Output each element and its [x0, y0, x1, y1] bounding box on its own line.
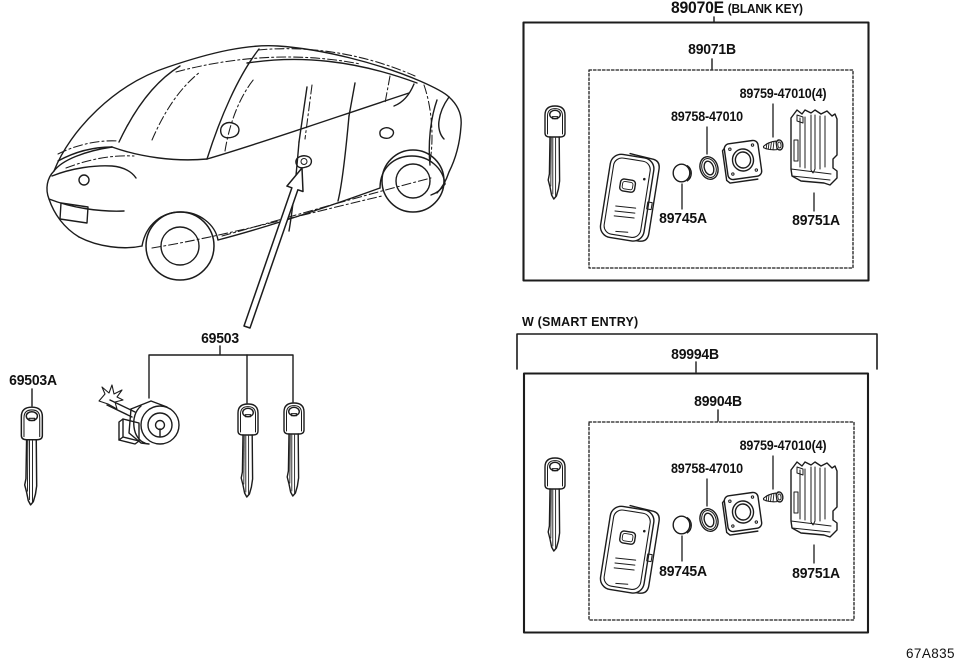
part-label-89745a-blank: 89745A — [659, 210, 707, 227]
transmitter-housing-illustration — [598, 150, 662, 245]
smart-entry-variant-label: W (SMART ENTRY) — [522, 315, 639, 329]
part-label-69503: 69503 — [201, 330, 239, 347]
blank-key-illustration — [544, 105, 566, 200]
smart-battery-cover-illustration — [672, 515, 692, 535]
screw-illustration — [762, 138, 785, 153]
part-label-89071b: 89071B — [688, 41, 736, 58]
door-lock-cylinder-illustration — [98, 384, 180, 445]
cylinder-kit-key-1 — [237, 403, 259, 498]
part-label-89758-blank: 89758-47010 — [671, 109, 743, 124]
smart-screw-illustration — [762, 490, 785, 505]
holder-illustration — [790, 109, 838, 186]
part-label-89745a-smart: 89745A — [659, 563, 707, 580]
part-label-89904b: 89904B — [694, 393, 742, 410]
smart-pad-ring-illustration — [696, 505, 722, 535]
vehicle-illustration — [46, 45, 462, 281]
left-leader-lines — [31, 345, 294, 407]
battery-cover-illustration — [672, 163, 692, 183]
part-label-89759-blank: 89759-47010(4) — [739, 86, 827, 101]
smart-plate-illustration — [720, 491, 764, 537]
part-label-89070e: 89070E — [671, 0, 724, 17]
master-key-illustration — [20, 406, 44, 506]
blank-key-section-frames — [522, 16, 870, 282]
smart-entry-leader-lines — [681, 455, 815, 564]
part-label-89759-smart: 89759-47010(4) — [739, 438, 827, 453]
part-label-89994b: 89994B — [671, 346, 719, 363]
part-label-69503a: 69503A — [9, 372, 57, 389]
blank-key-section-title: 89070E (BLANK KEY) — [671, 0, 803, 17]
smart-entry-section-frames — [516, 333, 878, 634]
part-label-89751a-blank: 89751A — [792, 212, 840, 229]
blank-key-note: (BLANK KEY) — [727, 2, 803, 16]
diagram-code: 67A835 — [906, 646, 955, 661]
cylinder-kit-key-2 — [283, 402, 305, 497]
smart-key-illustration — [544, 457, 566, 552]
pad-ring-illustration — [696, 153, 722, 183]
part-label-89758-smart: 89758-47010 — [671, 461, 743, 476]
door-lock-arrow — [243, 167, 304, 329]
part-label-89751a-smart: 89751A — [792, 565, 840, 582]
plate-illustration — [720, 139, 764, 185]
smart-transmitter-housing-illustration — [598, 502, 662, 597]
smart-holder-illustration — [790, 461, 838, 538]
vehicle-phantom-lines — [57, 48, 433, 249]
blank-key-leader-lines — [681, 103, 815, 212]
